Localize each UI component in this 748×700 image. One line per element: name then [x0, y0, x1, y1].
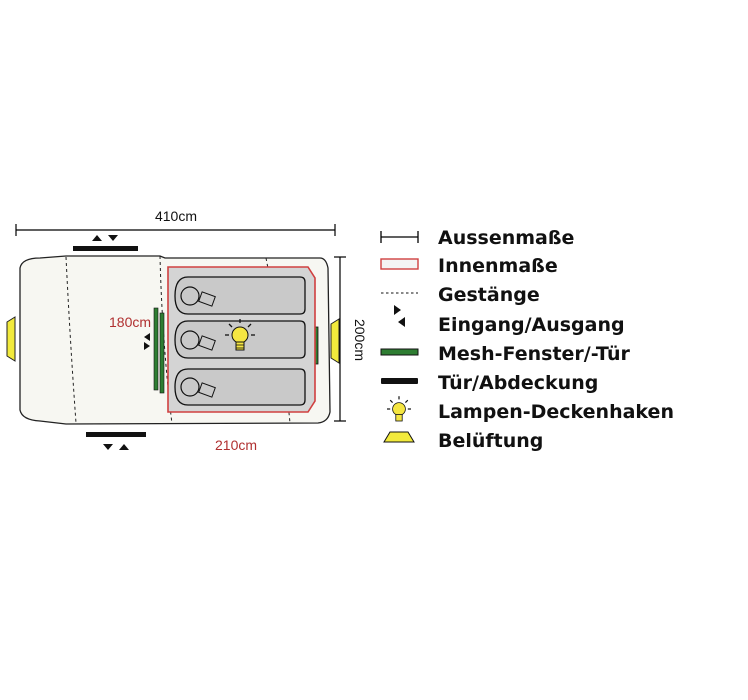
right-ventilation-icon: [330, 318, 340, 364]
legend-item: Belüftung: [383, 430, 543, 452]
dimension-line-icon: [380, 231, 419, 243]
bottom-door-cover: [86, 432, 146, 450]
legend-label: Eingang/Ausgang: [438, 314, 625, 336]
outer-length-label: 410cm: [155, 208, 197, 224]
lamp-bulb-icon: [386, 396, 412, 422]
lamp-bulb-icon: [225, 319, 255, 351]
legend-label: Tür/Abdeckung: [438, 372, 598, 394]
entrance-arrows-icon: [394, 305, 405, 327]
legend-label: Mesh-Fenster/-Tür: [438, 343, 630, 365]
legend-item: Gestänge: [381, 284, 540, 306]
entrance-arrows-icon: [92, 235, 118, 241]
legend-item: Mesh-Fenster/-Tür: [380, 343, 630, 365]
top-door-cover: [73, 235, 138, 251]
sleeping-bag: [174, 368, 306, 406]
inner-width-label: 180cm: [109, 314, 151, 330]
black-bar-icon: [381, 378, 418, 384]
legend-label: Belüftung: [438, 430, 543, 452]
entrance-arrows-icon: [144, 333, 150, 350]
left-ventilation-icon: [6, 316, 16, 362]
sleeping-bag: [174, 276, 306, 315]
legend-item: Eingang/Ausgang: [394, 305, 625, 336]
legend-label: Innenmaße: [438, 255, 558, 277]
entrance-arrows-icon: [103, 444, 129, 450]
legend-label: Lampen-Deckenhaken: [438, 401, 674, 423]
legend-label: Gestänge: [438, 284, 540, 306]
ventilation-trapezoid-icon: [383, 431, 415, 443]
outer-length-dimension: 410cm: [15, 208, 336, 236]
legend-item: Innenmaße: [380, 255, 558, 277]
outer-width-label: 200cm: [352, 319, 368, 361]
legend-item: Aussenmaße: [380, 227, 574, 249]
inner-tent-door: [144, 307, 165, 394]
red-outline-rect-icon: [380, 258, 419, 270]
inner-length-label: 210cm: [215, 437, 257, 453]
legend-label: Aussenmaße: [438, 227, 574, 249]
outer-width-dimension: 200cm: [334, 256, 368, 422]
legend-item: Lampen-Deckenhaken: [386, 396, 674, 423]
green-bar-icon: [380, 348, 419, 356]
legend-item: Tür/Abdeckung: [381, 372, 598, 394]
legend: Aussenmaße Innenmaße Gestänge Eingang/Au…: [380, 227, 674, 452]
